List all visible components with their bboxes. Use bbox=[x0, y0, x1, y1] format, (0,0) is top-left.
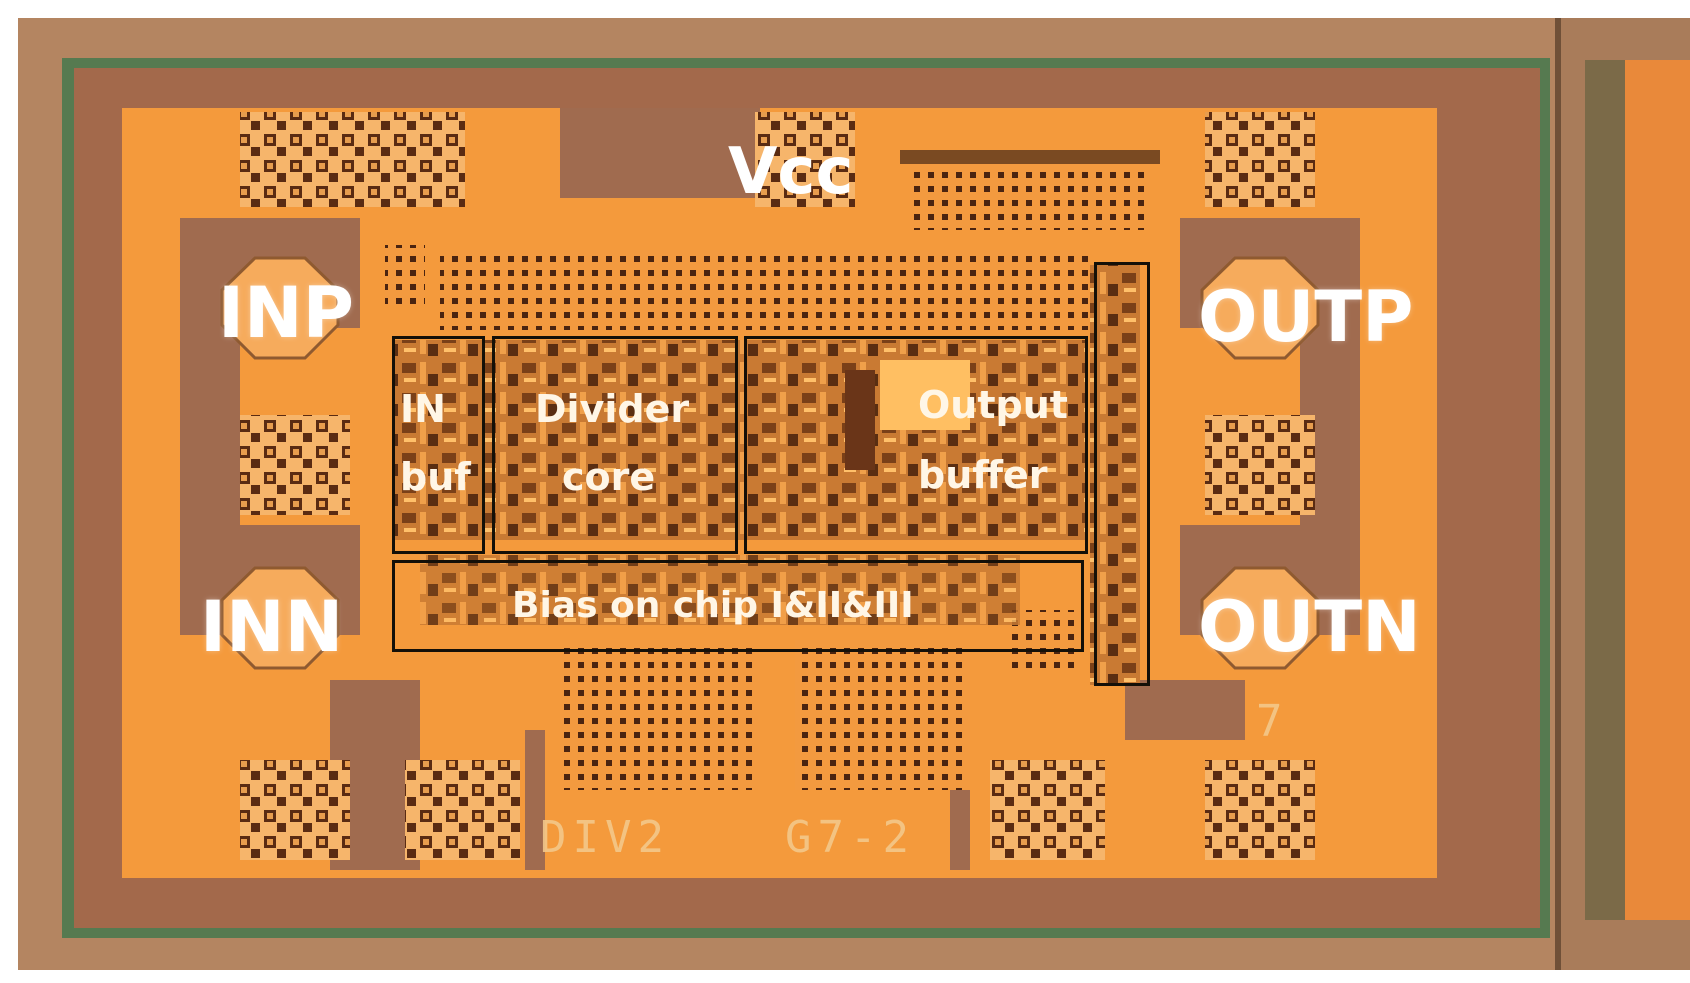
outp-label: OUTP bbox=[1198, 276, 1414, 358]
corner-mark: 7 bbox=[1256, 696, 1289, 747]
die-name-marking: DIV2 bbox=[540, 812, 670, 863]
divider-core-outline bbox=[492, 336, 738, 554]
divider-label-line1: Divider bbox=[535, 387, 690, 431]
bias-label: Bias on chip I&II&III bbox=[512, 585, 914, 626]
inn-label: INN bbox=[200, 586, 344, 668]
divider-label-line2: core bbox=[562, 455, 656, 499]
output-label-line2: buffer bbox=[918, 453, 1048, 497]
output-stage-outline bbox=[1094, 262, 1150, 686]
bias-outline bbox=[392, 560, 1084, 652]
output-buffer-outline bbox=[744, 336, 1088, 554]
in-buf-outline bbox=[392, 336, 485, 554]
inp-label: INP bbox=[218, 272, 354, 354]
in-buf-label-line1: IN bbox=[400, 387, 446, 431]
die-id-marking: G7-2 bbox=[785, 812, 915, 863]
in-buf-label-line2: buf bbox=[400, 455, 471, 499]
vcc-label: Vcc bbox=[728, 135, 854, 209]
outn-label: OUTN bbox=[1198, 586, 1421, 668]
output-label-line1: Output bbox=[918, 383, 1068, 427]
